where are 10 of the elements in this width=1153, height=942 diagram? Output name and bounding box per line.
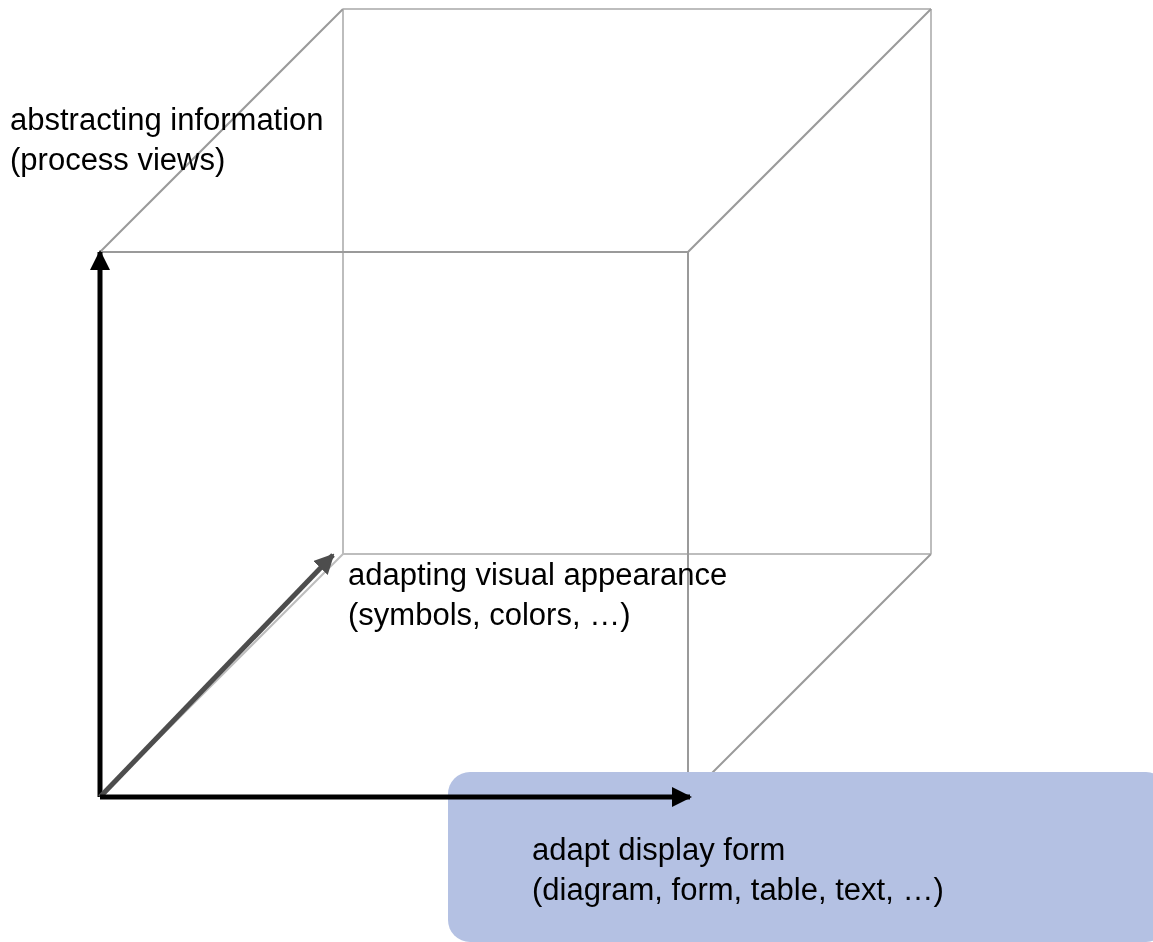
axis-label: adapt display form [532, 831, 786, 869]
axis-arrow [100, 787, 692, 807]
axis-arrow [90, 250, 110, 797]
highlight-panel [448, 772, 1153, 942]
axis-label: adapting visual appearance [348, 556, 728, 594]
axis-arrow [98, 553, 335, 799]
axis-label-note: (process views) [10, 141, 226, 179]
axis-label-note: (diagram, form, table, text, …) [532, 871, 944, 909]
axis-label-note: (symbols, colors, …) [348, 596, 631, 634]
axis-label: abstracting information [10, 101, 324, 139]
